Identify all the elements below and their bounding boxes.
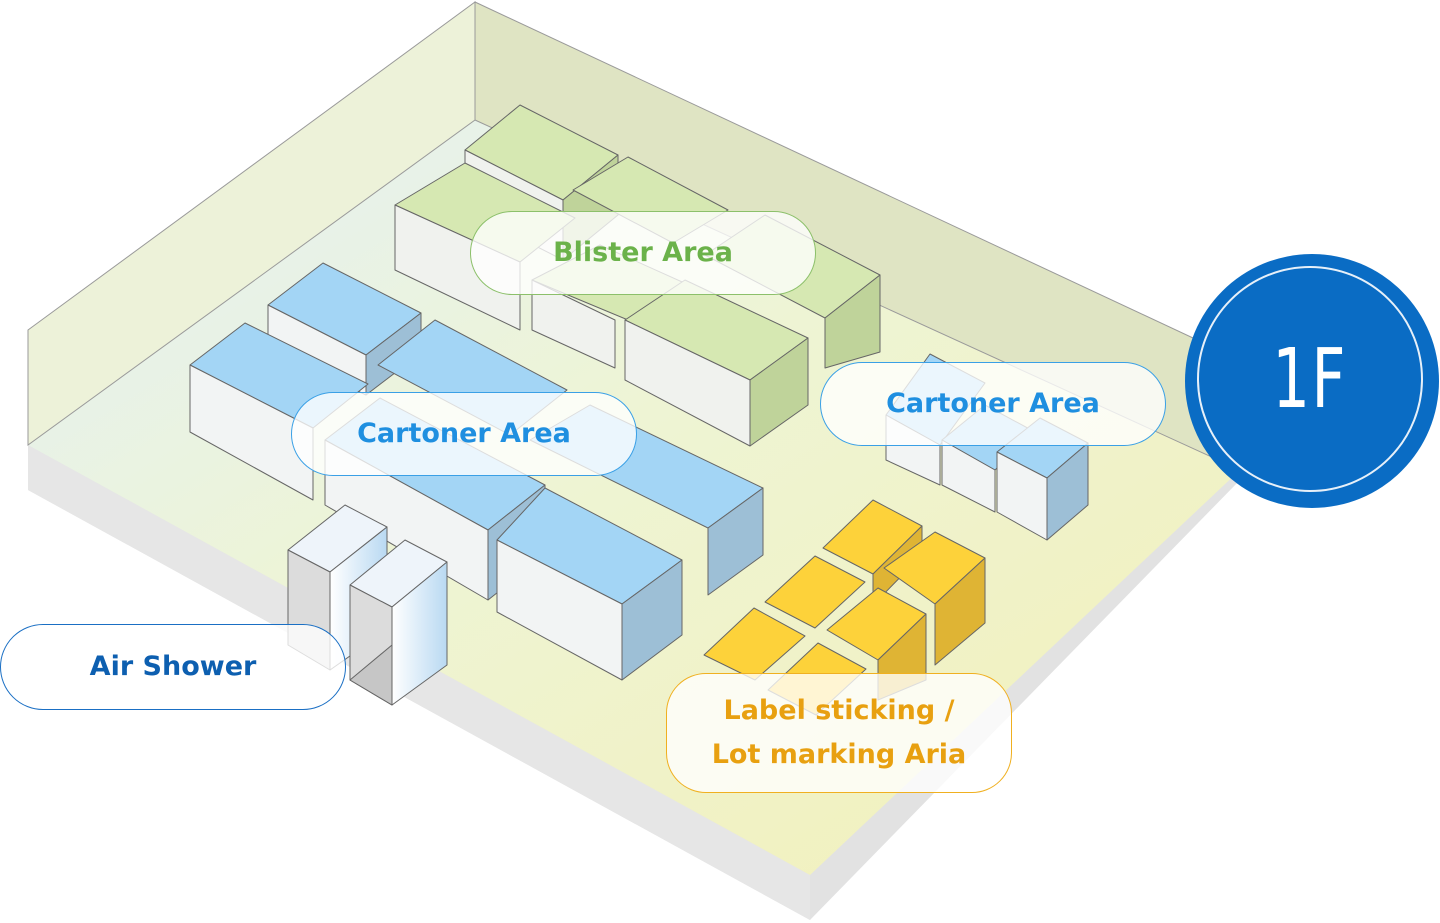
cartoner-area-left-label: Cartoner Area — [291, 392, 637, 476]
air-shower-label: Air Shower — [0, 624, 346, 710]
cartoner-area-right-label: Cartoner Area — [820, 362, 1166, 446]
floor-badge-ring: 1F — [1197, 266, 1423, 492]
cartoner-area-right-text: Cartoner Area — [886, 388, 1100, 419]
label-sticking-area-label: Label sticking / Lot marking Aria — [666, 673, 1012, 793]
label-sticking-line2: Lot marking Aria — [711, 739, 967, 770]
blister-area-label: Blister Area — [470, 211, 816, 295]
cartoner-area-left-text: Cartoner Area — [357, 418, 571, 449]
floor-badge: 1F — [1185, 254, 1439, 508]
floor-badge-text: 1F — [1272, 331, 1348, 427]
blister-area-text: Blister Area — [553, 237, 733, 268]
air-shower-text: Air Shower — [89, 651, 257, 682]
label-sticking-line1: Label sticking / — [723, 695, 955, 726]
